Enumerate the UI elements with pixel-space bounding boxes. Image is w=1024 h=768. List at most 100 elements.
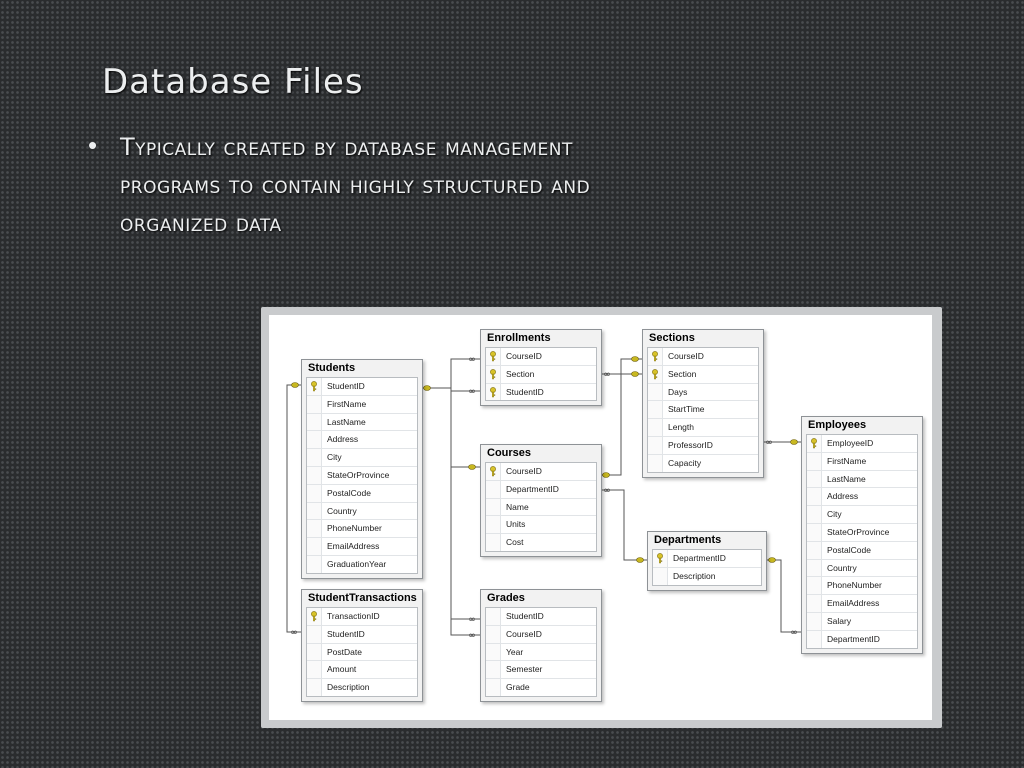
field-row[interactable]: DepartmentID [486, 480, 596, 499]
field-row[interactable]: Address [807, 488, 917, 507]
field-row[interactable]: Year [486, 643, 596, 662]
field-row[interactable]: CourseID [486, 463, 596, 481]
field-row[interactable]: TransactionID [307, 608, 417, 626]
field-name: StudentID [327, 628, 365, 639]
row-selector [648, 401, 663, 419]
field-row[interactable]: City [307, 449, 417, 467]
table-title: Courses [487, 447, 532, 459]
primary-key-icon [648, 365, 663, 383]
field-row[interactable]: StudentID [307, 378, 417, 396]
field-row[interactable]: Semester [486, 661, 596, 680]
table-title: Enrollments [487, 332, 551, 344]
connector-one-students [423, 385, 431, 391]
field-name: StudentID [327, 381, 365, 391]
table-title: Employees [808, 419, 867, 431]
field-row[interactable]: PhoneNumber [307, 520, 417, 539]
field-row[interactable]: StudentID [307, 625, 417, 644]
field-row[interactable]: FirstName [307, 395, 417, 414]
field-row[interactable]: LastName [807, 470, 917, 489]
field-row[interactable]: Units [486, 516, 596, 535]
field-row[interactable]: Description [653, 567, 761, 585]
field-row[interactable]: Country [307, 502, 417, 521]
field-row[interactable]: PostalCode [807, 541, 917, 560]
field-row[interactable]: Section [648, 365, 758, 384]
field-row[interactable]: City [807, 506, 917, 524]
field-row[interactable]: Salary [807, 612, 917, 631]
field-row[interactable]: LastName [307, 413, 417, 432]
field-name: EmailAddress [827, 598, 880, 609]
field-row[interactable]: Amount [307, 661, 417, 680]
connector-many-enrollments-2: ∞ [468, 387, 476, 397]
field-name: StateOrProvince [327, 469, 390, 480]
field-name: CourseID [668, 351, 704, 361]
field-row[interactable]: StudentID [486, 383, 596, 401]
field-name: StudentID [506, 386, 544, 397]
row-selector [807, 595, 822, 612]
field-row[interactable]: CourseID [486, 348, 596, 366]
field-row[interactable]: PhoneNumber [807, 577, 917, 596]
field-row[interactable]: StateOrProvince [307, 466, 417, 485]
field-name: GraduationYear [327, 558, 387, 569]
row-selector [307, 643, 322, 661]
field-name: DepartmentID [827, 633, 880, 644]
field-row[interactable]: EmployeeID [807, 435, 917, 453]
link-departments-employees [765, 559, 801, 633]
field-row[interactable]: Grade [486, 679, 596, 696]
field-row[interactable]: CourseID [486, 625, 596, 644]
primary-key-icon [307, 378, 322, 395]
field-name: CourseID [506, 466, 542, 476]
row-selector [307, 661, 322, 679]
connector-one-employees [790, 439, 798, 445]
field-name: Country [327, 505, 357, 516]
row-selector [807, 470, 822, 488]
primary-key-icon [486, 365, 501, 383]
field-row[interactable]: StateOrProvince [807, 523, 917, 542]
field-row[interactable]: Country [807, 559, 917, 578]
field-row[interactable]: StartTime [648, 401, 758, 420]
field-row[interactable]: Cost [486, 534, 596, 551]
field-name: Grade [506, 682, 530, 693]
bullet-marker: • [88, 130, 98, 160]
field-row[interactable]: PostalCode [307, 484, 417, 503]
field-name: Amount [327, 664, 357, 675]
field-row[interactable]: Length [648, 419, 758, 437]
field-row[interactable]: PostDate [307, 643, 417, 662]
field-name: DepartmentID [673, 553, 726, 563]
field-row[interactable]: ProfessorID [648, 436, 758, 455]
field-row[interactable]: FirstName [807, 452, 917, 471]
row-selector [807, 577, 822, 595]
field-row[interactable]: CourseID [648, 348, 758, 366]
field-row[interactable]: Address [307, 431, 417, 450]
field-name: EmployeeID [827, 438, 874, 448]
row-selector [648, 383, 663, 401]
field-row[interactable]: Name [486, 498, 596, 517]
field-name: Length [668, 422, 694, 433]
field-row[interactable]: DepartmentID [653, 550, 761, 568]
field-row[interactable]: EmailAddress [307, 538, 417, 556]
field-row[interactable]: Days [648, 383, 758, 402]
connector-many-enrollments-sections: ∞ [603, 370, 611, 380]
field-row[interactable]: EmailAddress [807, 595, 917, 613]
link-courses-departments [600, 489, 647, 561]
field-row[interactable]: Section [486, 365, 596, 384]
row-selector [307, 484, 322, 502]
field-name: LastName [827, 473, 866, 484]
field-row[interactable]: Capacity [648, 454, 758, 472]
primary-key-icon [807, 435, 822, 452]
field-name: StudentID [506, 611, 544, 621]
field-row[interactable]: StudentID [486, 608, 596, 626]
field-name: Name [506, 501, 529, 512]
field-row[interactable]: GraduationYear [307, 555, 417, 573]
link-students-courses [450, 388, 480, 468]
field-row[interactable]: DepartmentID [807, 630, 917, 648]
field-row[interactable]: Description [307, 679, 417, 696]
